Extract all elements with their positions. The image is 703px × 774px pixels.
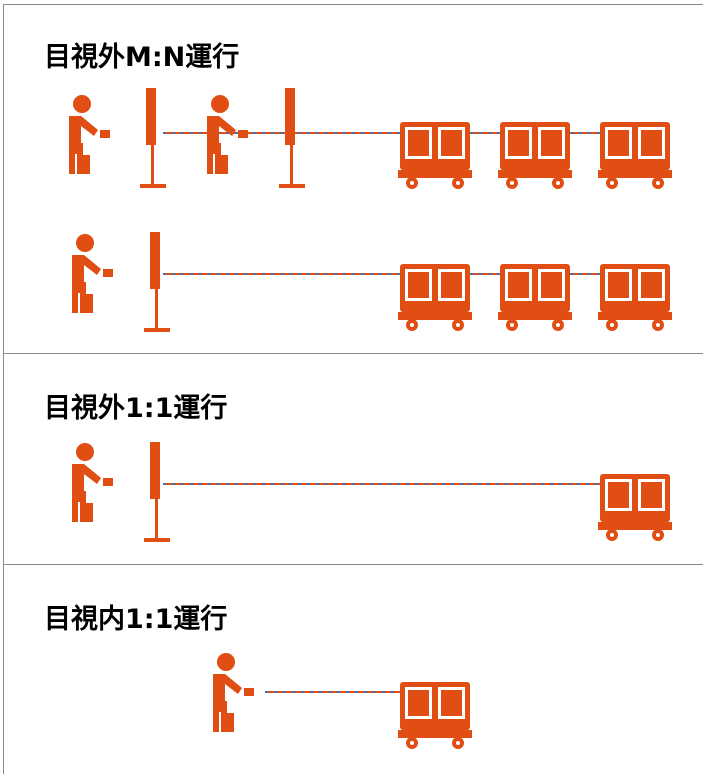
remote-station-icon: [140, 88, 166, 188]
delivery-robot-icon: [598, 474, 672, 541]
panel-remote-mn: 目視外M:N運行: [3, 4, 703, 354]
operator-icon: [69, 95, 110, 174]
panel-title-remote-mn: 目視外M:N運行: [44, 42, 240, 73]
panel-title-remote-one-to-one: 目視外1:1運行: [44, 393, 228, 424]
operator-icon: [213, 653, 254, 732]
panel-remote-one-to-one: 目視外1:1運行: [3, 353, 703, 565]
operator-icon: [72, 234, 113, 313]
delivery-robot-icon: [398, 682, 472, 749]
remote-station-icon: [279, 88, 305, 188]
delivery-robot-icon: [398, 264, 472, 331]
remote-station-icon: [144, 232, 170, 332]
delivery-robot-icon: [498, 122, 572, 189]
delivery-robot-icon: [398, 122, 472, 189]
operator-icon: [72, 443, 113, 522]
delivery-robot-icon: [498, 264, 572, 331]
delivery-robot-icon: [598, 122, 672, 189]
panel-visual-one-to-one: 目視内1:1運行: [3, 564, 703, 774]
panel-title-visual-one-to-one: 目視内1:1運行: [44, 604, 228, 635]
delivery-robot-icon: [598, 264, 672, 331]
remote-station-icon: [144, 442, 170, 542]
operator-icon: [207, 95, 248, 174]
